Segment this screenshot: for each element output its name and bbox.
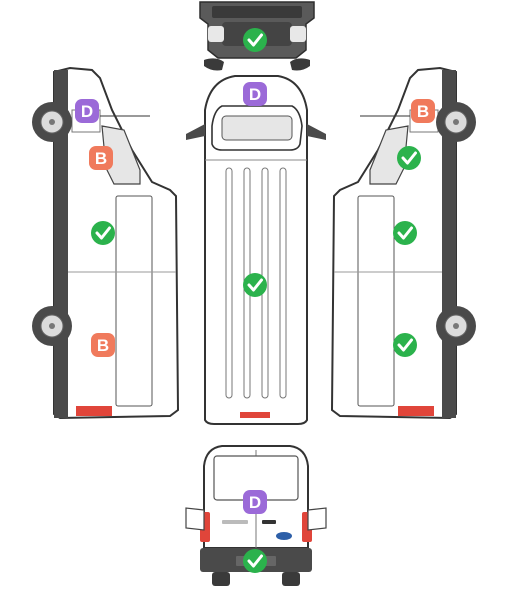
check-mark: [247, 278, 263, 292]
marker-right-door[interactable]: [397, 146, 421, 170]
marker-roof-front[interactable]: D: [243, 82, 267, 106]
damage-letter: D: [81, 102, 93, 121]
check-mark: [247, 554, 263, 568]
check-mark: [95, 226, 111, 240]
marker-left-front-wheel[interactable]: D: [75, 99, 99, 123]
check-mark: [397, 226, 413, 240]
damage-badge: [243, 82, 267, 106]
marker-right-middle[interactable]: [393, 221, 417, 245]
check-icon: [393, 333, 417, 357]
marker-roof-middle[interactable]: [243, 273, 267, 297]
damage-badge: [91, 333, 115, 357]
check-icon: [393, 221, 417, 245]
damage-letter: B: [95, 149, 107, 168]
check-icon: [91, 221, 115, 245]
damage-letter: D: [249, 85, 261, 104]
check-mark: [401, 151, 417, 165]
marker-left-rear[interactable]: B: [91, 333, 115, 357]
check-icon: [243, 28, 267, 52]
van-right-side-view: [330, 66, 476, 420]
damage-letter: B: [97, 336, 109, 355]
damage-badge: [411, 99, 435, 123]
damage-marker-layer: D D B B B D: [75, 28, 435, 573]
damage-badge: [243, 490, 267, 514]
marker-left-middle[interactable]: [91, 221, 115, 245]
marker-front-grille[interactable]: [243, 28, 267, 52]
check-mark: [247, 33, 263, 47]
marker-right-front-wheel[interactable]: B: [411, 99, 435, 123]
damage-badge: [89, 146, 113, 170]
check-icon: [243, 273, 267, 297]
damage-letter: B: [417, 102, 429, 121]
check-mark: [397, 338, 413, 352]
marker-rear-window[interactable]: D: [243, 490, 267, 514]
damage-badge: [75, 99, 99, 123]
marker-left-door[interactable]: B: [89, 146, 113, 170]
check-icon: [397, 146, 421, 170]
van-left-side-view: [32, 66, 180, 420]
marker-right-rear[interactable]: [393, 333, 417, 357]
marker-rear-bumper[interactable]: [243, 549, 267, 573]
van-top-view: [186, 75, 326, 425]
damage-letter: D: [249, 493, 261, 512]
check-icon: [243, 549, 267, 573]
